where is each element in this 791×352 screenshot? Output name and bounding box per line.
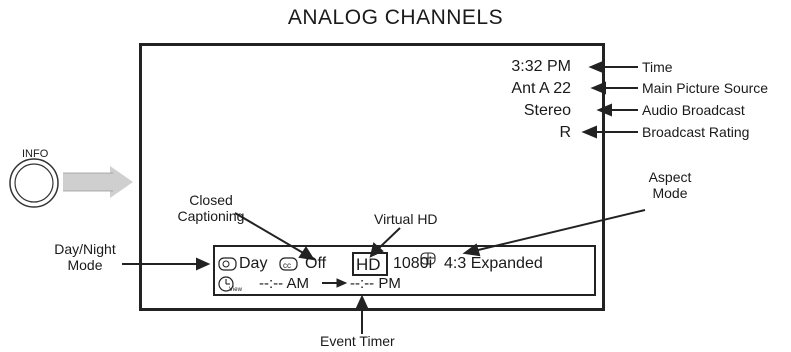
callout-event-timer: Event Timer <box>320 333 395 349</box>
resolution-text: 1080i <box>393 255 433 272</box>
info-button-icon <box>9 158 59 208</box>
callout-source: Main Picture Source <box>642 80 769 96</box>
callout-cc-line1: Closed <box>189 192 233 208</box>
timer-arrow-icon <box>322 278 348 288</box>
time-value: 3:32 PM <box>511 58 571 75</box>
callout-aspect-line2: Mode <box>652 185 688 201</box>
diagram-title: ANALOG CHANNELS <box>287 6 504 29</box>
hd-box <box>352 252 388 276</box>
callout-rating: Broadcast Rating <box>642 124 750 140</box>
info-arrow-icon <box>63 166 133 198</box>
callout-cc-line2: Captioning <box>177 208 245 224</box>
callout-closed-captioning: Closed Captioning <box>166 192 256 224</box>
timer-start-text: --:-- AM <box>259 275 309 292</box>
callout-arrows <box>122 60 646 334</box>
callout-aspect-mode: Aspect Mode <box>640 169 700 201</box>
day-text: Day <box>239 255 268 272</box>
day-night-icon <box>218 257 237 271</box>
tv-screen <box>139 43 605 311</box>
cc-state-text: Off <box>305 255 327 272</box>
svg-text:cc: cc <box>283 261 291 270</box>
callout-virtual-hd: Virtual HD <box>374 211 438 227</box>
audio-value: Stereo <box>523 102 571 119</box>
info-button-label: INFO <box>22 148 49 160</box>
timer-end-text: --:-- PM <box>350 275 401 292</box>
callout-day-night-line1: Day/Night <box>54 241 116 257</box>
aspect-icon <box>420 252 436 265</box>
rating-value: R <box>559 124 571 141</box>
source-value: Ant A 22 <box>511 80 571 97</box>
callout-audio: Audio Broadcast <box>642 102 745 118</box>
callout-day-night: Day/Night Mode <box>40 241 130 273</box>
view-label: View <box>229 287 242 293</box>
cc-icon: cc <box>279 257 298 271</box>
aspect-text: 4:3 Expanded <box>444 255 543 272</box>
callout-day-night-line2: Mode <box>67 257 103 273</box>
callout-time: Time <box>642 59 673 75</box>
callout-aspect-line1: Aspect <box>648 169 692 185</box>
hd-text: HD <box>356 255 381 274</box>
info-bar <box>213 245 596 296</box>
clock-icon <box>218 276 234 292</box>
